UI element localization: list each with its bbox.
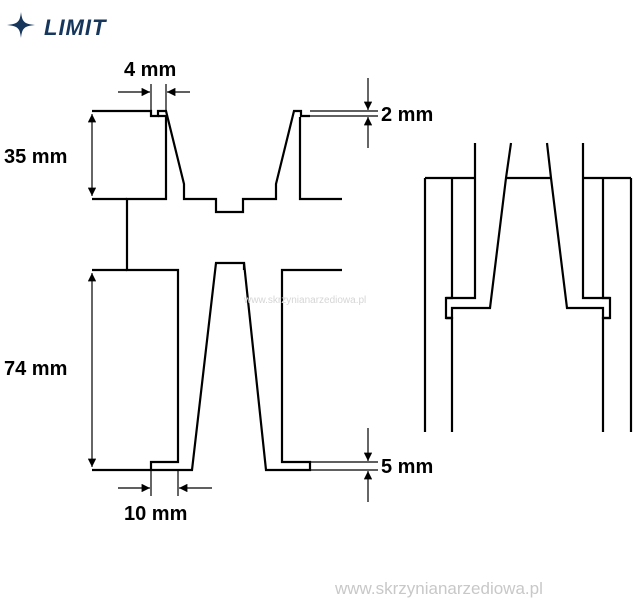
brand-logo: LIMIT (7, 12, 107, 40)
jaw-insertion-detail (423, 142, 633, 432)
footer-watermark: www.skrzynianarzediowa.pl (334, 579, 543, 598)
dim-label-lower-jaw-length: 74 mm (4, 358, 67, 380)
dim-label-lower-tip-width-text: 10 mm (124, 503, 187, 525)
dim-label-upper-tip-width: 4 mm (124, 59, 176, 81)
dim-label-upper-jaw-length: 35 mm (4, 146, 67, 168)
dim-label-lower-step-height: 5 mm (381, 456, 433, 478)
jaw-profile-outline (92, 109, 342, 472)
dimension-lines (87, 78, 378, 502)
sparkle-star-icon (7, 12, 35, 38)
logo-text: LIMIT (44, 15, 107, 40)
dim-label-upper-step-height: 2 mm (381, 104, 433, 126)
center-watermark: www.skrzynianarzediowa.pl (243, 295, 366, 306)
